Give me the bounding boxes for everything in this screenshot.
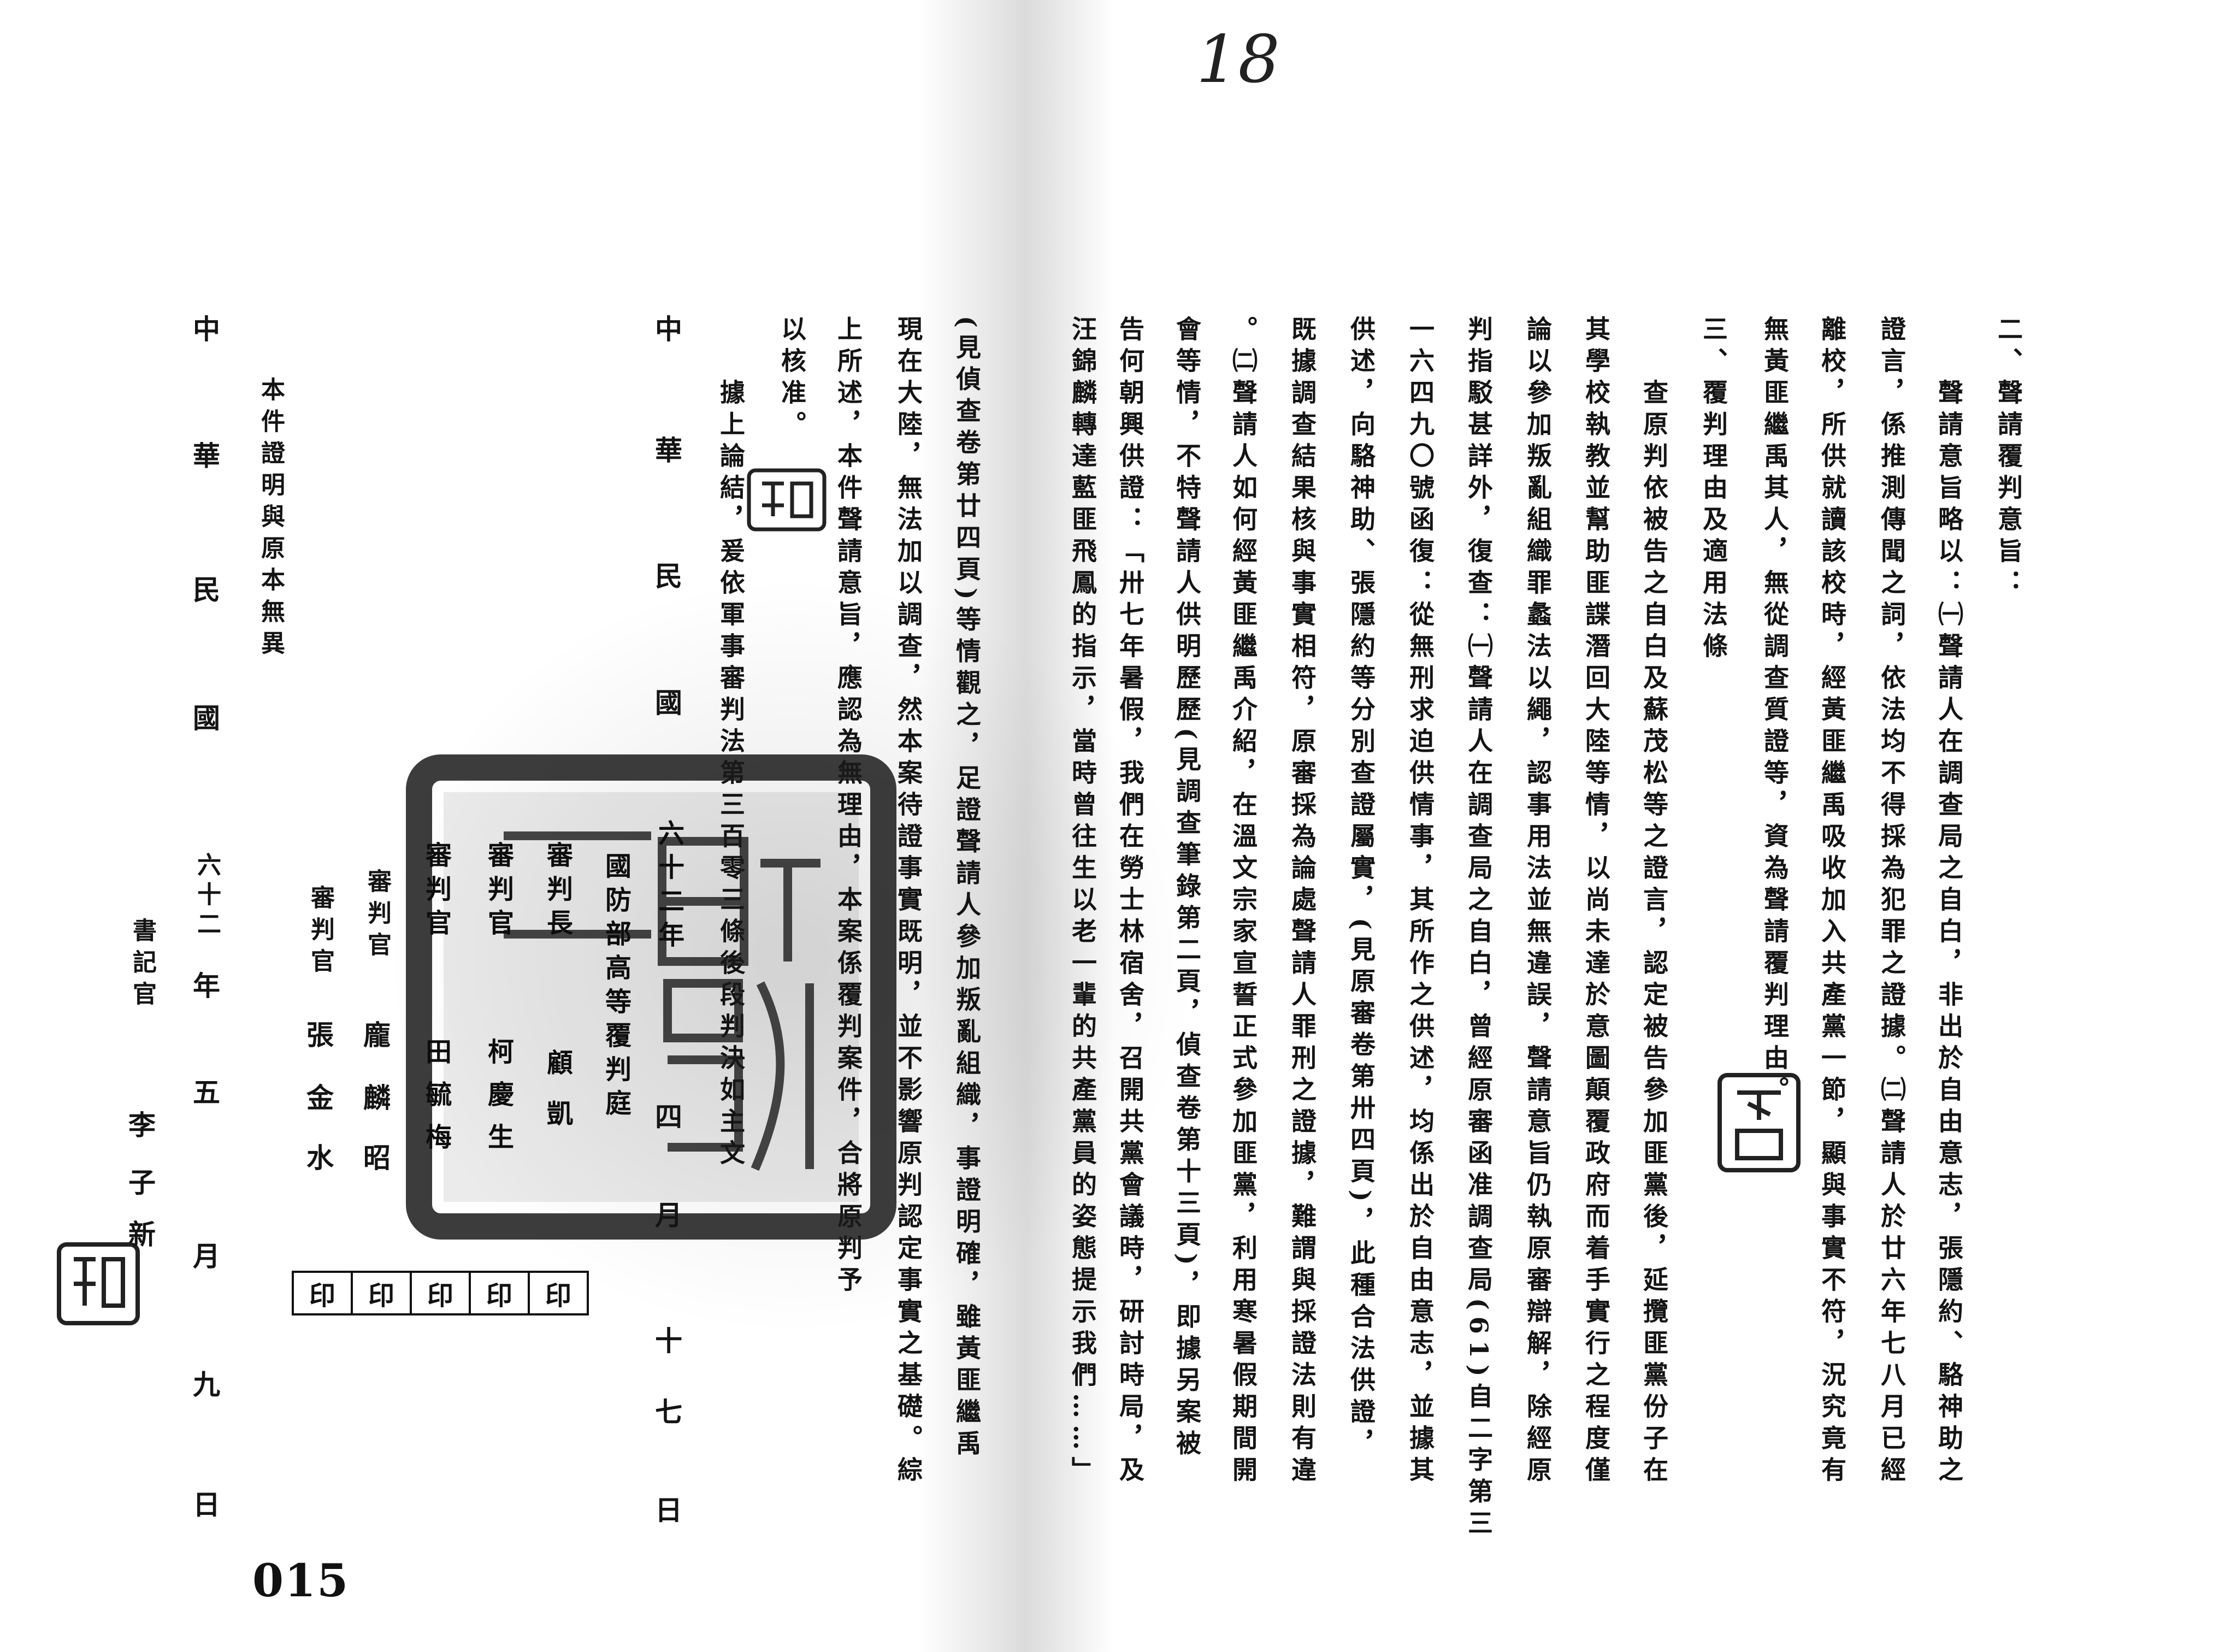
small-seal-stamp (1717, 1073, 1801, 1172)
small-seal-stamp (57, 1242, 140, 1325)
text-column: 上所述，本件聲請意旨，應認為無理由，本案係覆判案件，合將原判予 (834, 316, 863, 1298)
date-char: 中 (655, 313, 682, 345)
judge-title: 審判官 (483, 841, 514, 943)
cert-date-char: 中 (193, 313, 220, 345)
text-column: 論以參加叛亂組織罪蠡法以繩，認事用法並無違誤，聲請意旨仍執原審辯解，除經原 (1523, 316, 1553, 1488)
date-char: 國 (655, 687, 682, 719)
text-column: 。㈡聲請人如何經黃匪繼禹介紹，在溫文宗家宣誓正式參加匪黨，利用寒暑假期間開 (1229, 316, 1258, 1488)
text-column: 無黃匪繼禹其人，無從調查質證等，資為聲請覆判理由。 (1760, 316, 1790, 1108)
text-column: 證言，係推測傳聞之詞，依法均不得採為犯罪之證據。㈡聲請人於廿六年七八月已經 (1877, 316, 1907, 1488)
seal-box: 印 (471, 1273, 530, 1313)
text-column: 聲請意旨略以：㈠聲請人在調查局之自白，非出於自由意志，張隱約、駱神助之 (1934, 379, 1964, 1488)
seal-box: 印 (545, 1281, 571, 1311)
cert-date-char: 月 (193, 1240, 220, 1272)
court-name: 國防部高等覆判庭 (600, 852, 631, 1123)
judge-name-char: 龐 (363, 1019, 391, 1051)
cert-date-char: 年 (193, 970, 220, 1002)
clerk-name-char: 子 (128, 1166, 156, 1199)
clerk-title: 書記官 (128, 918, 156, 1013)
text-column: 查原判依被告之自白及蘇茂松等之證言，認定被告參加匪黨後，延攬匪黨份子在 (1639, 379, 1669, 1488)
judge-title: 審判官 (306, 885, 334, 980)
seal-boxes-row: 印 印 印 印 印 (292, 1271, 589, 1315)
court-official-seal (406, 754, 896, 1240)
seal-box: 印 (412, 1273, 471, 1313)
judge-name-char: 張 (306, 1019, 334, 1051)
section-heading: 三、覆判理由及適用法條 (1699, 316, 1728, 664)
cert-date-char: 國 (193, 702, 220, 734)
date-char: 華 (655, 434, 682, 467)
cert-date-char: 九 (193, 1368, 220, 1401)
date-char: 七 (655, 1396, 682, 1428)
cert-date-char: 民 (193, 574, 220, 606)
judge-title: 審判官 (363, 869, 391, 964)
date-char: 月 (655, 1199, 682, 1231)
seal-box: 印 (294, 1273, 353, 1313)
text-column: 汪錦麟轉達藍匪飛鳳的指示，當時曾往生以老一輩的共產黨員的姿態提示我們……」 (1068, 316, 1097, 1488)
text-column: 告何朝興供證：「卅七年暑假，我們在勞士林宿舍，召開共黨會議時，研討時局，及 (1116, 316, 1145, 1488)
judge-name-char: 金 (306, 1082, 334, 1114)
date-char: 日 (655, 1494, 682, 1526)
judge-name: 田毓梅 (421, 1038, 451, 1166)
seal-box: 印 (353, 1273, 412, 1313)
text-column: 判指駁甚詳外，復查：㈠聲請人在調查局之自白，曾經原審函准調查局(61)自二字第三 (1464, 316, 1494, 1542)
cert-date-char: 華 (193, 440, 220, 472)
judge-name-char: 水 (306, 1142, 334, 1174)
clerk-name-char: 新 (128, 1218, 156, 1250)
date-char: 民 (655, 560, 682, 592)
cert-date-year: 六十二 (193, 852, 221, 941)
judge-title: 審判官 (421, 841, 451, 943)
date-char: 四 (655, 1101, 682, 1133)
text-column: 以核准。 (777, 316, 807, 442)
handwritten-page-number: 18 (1196, 22, 1280, 98)
cert-date-char: 日 (193, 1489, 220, 1521)
text-column: 現在大陸，無法加以調查，然本案待證事實既明，並不影響原判認定事實之基礎。綜 (894, 316, 923, 1488)
text-column: 其學校執教並幫助匪諜潛回大陸等情，以尚未達於意圖顛覆政府而着手實行之程度僅 (1581, 316, 1611, 1488)
certification-statement: 本件證明與原本無異 (257, 377, 285, 662)
judge-name: 柯慶生 (483, 1038, 514, 1166)
cert-date-char: 五 (193, 1076, 220, 1108)
date-char: 十 (655, 1325, 682, 1357)
presiding-judge-title: 審判長 (542, 841, 572, 943)
text-column: 二、聲請覆判意旨： (1994, 316, 2023, 601)
page-number: 015 (252, 1555, 350, 1607)
judge-name-char: 昭 (363, 1142, 391, 1174)
text-column: 會等情，不特聲請人供明歷歷(見調查筆錄第二頁，偵查卷第十三頁)，即據另案被 (1172, 316, 1202, 1462)
small-seal-stamp (747, 468, 827, 532)
text-column: (見偵查卷第廿四頁)等情觀之，足證聲請人參加叛亂組織，事證明確，雖黃匪繼禹 (952, 316, 982, 1462)
text-column: 供述，向駱神助、張隱約等分別查證屬實，(見原審卷第卅四頁)，此種合法供證， (1347, 316, 1376, 1462)
presiding-judge-name: 顧 凱 (542, 1049, 572, 1134)
judge-name-char: 麟 (363, 1082, 391, 1114)
text-column: 既據調查結果核與事實相符，原審採為論處聲請人罪刑之證據，難謂與採證法則有違 (1288, 316, 1317, 1488)
date-year: 六十二年 (653, 819, 684, 955)
text-column: 離校，所供就讀該校時，經黃匪繼禹吸收加入共產黨一節，顯與事實不符，況究竟有 (1817, 316, 1847, 1488)
clerk-name-char: 李 (128, 1109, 156, 1141)
text-column: 一六四九〇號函復：從無刑求迫供情事，其所作之供述，均係出於自由意志，並據其 (1406, 316, 1435, 1488)
